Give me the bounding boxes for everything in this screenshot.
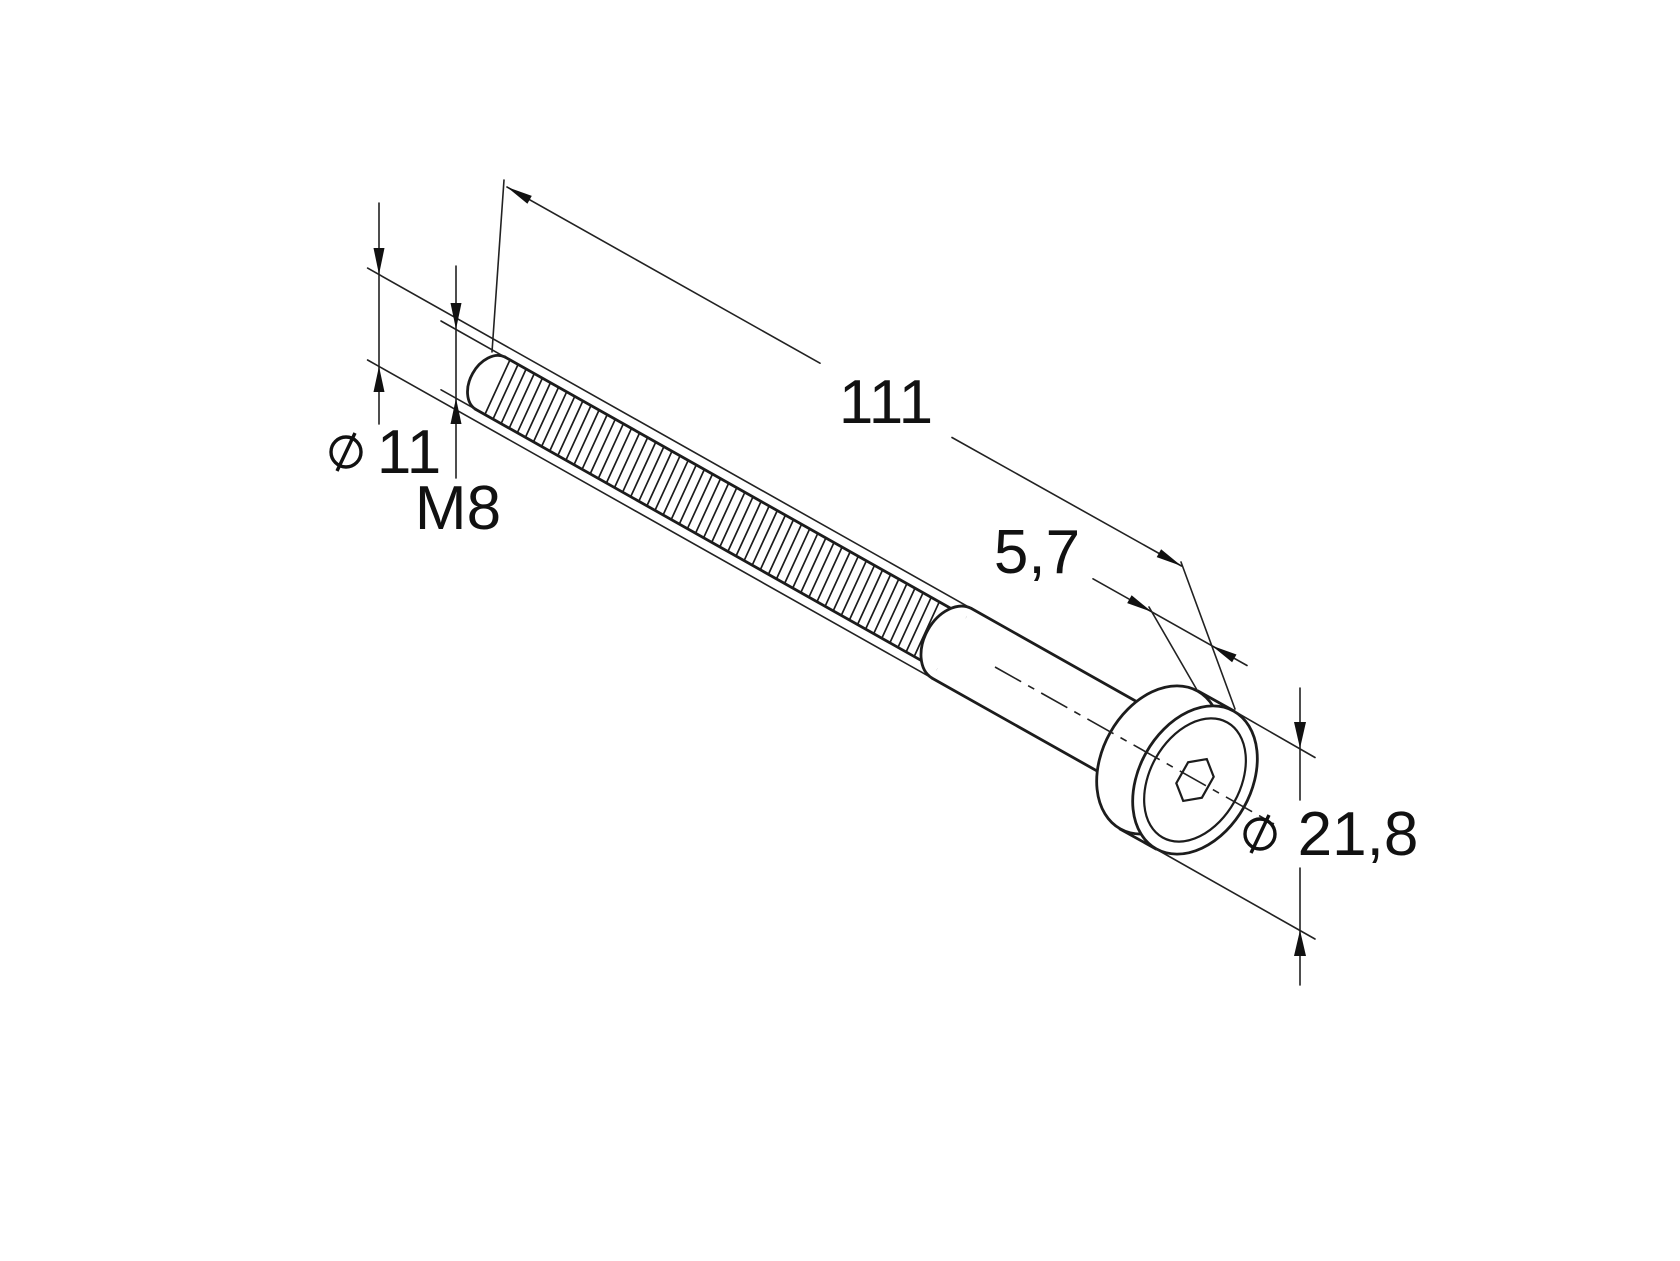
arrowhead [1294,722,1306,749]
dimension-head-diameter: 21,8 [1155,687,1419,986]
extension-line [1148,606,1198,691]
dimension-thread: M8 [415,265,506,543]
head-rim-bottom-edge [1118,827,1158,851]
arrowhead [507,187,532,204]
arrowhead [1294,930,1306,956]
thread-crest-lines [484,359,941,657]
arrowhead [373,248,385,275]
extension-line [1155,848,1316,940]
extension-line [491,179,505,353]
arrowhead [450,303,462,330]
arrowhead [1156,549,1182,566]
thread-section [466,354,968,671]
bolt-body [466,354,1275,856]
dimension-head-thickness: 5,7 [994,518,1248,691]
dimension-line [506,186,821,365]
sleeve-end-cap-edge [919,604,973,680]
dimension-label-head-thickness: 5,7 [994,518,1080,587]
diameter-icon [1243,814,1277,854]
extension-line [366,359,933,679]
extension-line [1180,561,1236,710]
thread-bottom-edge [473,407,939,671]
extension-line [1233,710,1316,759]
extension-line [440,388,477,410]
thread-top-edge [503,355,968,619]
arrowhead [373,366,385,392]
arrowhead [1211,645,1237,663]
thread-end-cap [466,354,507,411]
dimension-label-sleeve-diameter: 11 [377,418,441,487]
extension-line [440,320,506,358]
dimension-sleeve-diameter: 11 [329,202,973,679]
diameter-icon [329,432,363,472]
arrowhead [450,398,462,424]
hex-socket [1175,757,1215,803]
dimension-line [951,436,1183,567]
dimension-label-overall-length: 111 [839,368,933,437]
axis-centerline [994,666,1275,825]
dimension-label-thread: M8 [415,474,501,543]
dimension-overall-length: 111 [491,179,1236,710]
sleeve-end-cap-fill [920,606,972,679]
extension-line [366,267,973,610]
head-rim-top-edge [1196,689,1236,713]
arrowhead [1127,595,1152,612]
dimension-label-head-diameter: 21,8 [1298,800,1419,869]
